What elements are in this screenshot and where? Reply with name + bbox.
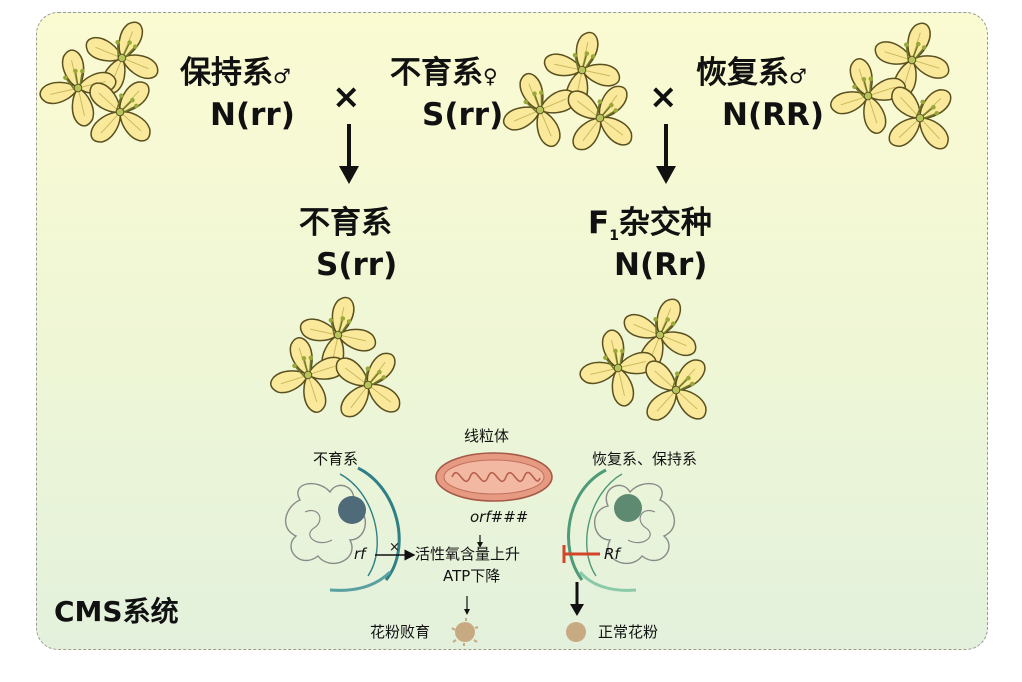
mitochondrion-label: 线粒体 — [464, 427, 510, 445]
restorer-cell-illustration — [567, 468, 676, 592]
sterile-offspring-genotype: S(rr) — [316, 247, 398, 283]
effect-line-1: 活性氧含量上升 — [415, 545, 521, 563]
cross-symbol-left: × — [332, 77, 361, 117]
orf-gene-label: orf### — [470, 508, 529, 526]
inhibition-bar — [562, 545, 600, 563]
maintainer-genotype: N(rr) — [210, 97, 295, 133]
sterile-parent-label: 不育系♀ — [390, 55, 498, 91]
sterile-parent-genotype: S(rr) — [422, 97, 504, 133]
pollen-abortion-label: 花粉败育 — [370, 623, 431, 641]
system-title: CMS系统 — [54, 595, 179, 628]
arrow-to-normal-pollen — [570, 582, 584, 616]
mitochondrion-illustration — [435, 452, 553, 502]
restorer-label: 恢复系♂ — [696, 55, 807, 91]
block-mark: × — [389, 540, 400, 555]
mech-right-label: 恢复系、保持系 — [592, 450, 698, 468]
arrow-to-sterile-offspring — [339, 124, 359, 184]
normal-pollen-grain — [566, 622, 586, 642]
mech-left-label: 不育系 — [313, 450, 359, 468]
hybrid-label: F1杂交种 — [588, 205, 712, 245]
rf-left-label: rf — [354, 545, 366, 563]
flower-cluster-restorer — [819, 13, 974, 172]
rf-right-label: Rf — [604, 545, 620, 563]
restorer-genotype: N(RR) — [722, 97, 825, 133]
normal-pollen-label: 正常花粉 — [598, 623, 659, 641]
effect-line-2: ATP下降 — [443, 567, 501, 585]
hybrid-genotype: N(Rr) — [614, 247, 708, 283]
cross-symbol-right: × — [649, 77, 678, 117]
aborted-pollen-grain — [451, 618, 479, 646]
maintainer-label: 保持系♂ — [180, 55, 291, 91]
flower-cluster-maintainer — [31, 9, 174, 166]
flower-cluster-sterile-offspring — [259, 291, 422, 439]
flower-cluster-hybrid — [571, 286, 730, 444]
arrow-to-hybrid — [656, 124, 676, 184]
flower-cluster-sterile-parent — [489, 26, 653, 172]
sterile-offspring-label: 不育系 — [299, 205, 392, 241]
sterile-cell-illustration — [284, 466, 401, 592]
